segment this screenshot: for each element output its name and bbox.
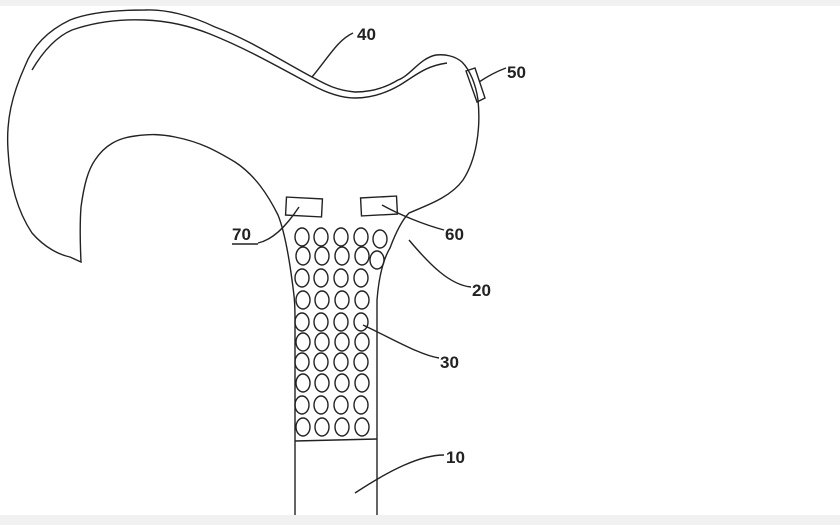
grip-hole [313,227,329,247]
grip-hole [369,250,385,270]
label-20: 20 [472,281,491,300]
grip-hole [295,373,311,393]
grip-hole [314,246,330,266]
grip-hole [354,417,370,437]
grip-hole [333,268,349,288]
grip-hole [314,332,330,352]
grip-hole [313,312,329,332]
grip-hole [313,395,329,415]
top-strip-inner-line [31,19,448,99]
grip-hole [353,312,369,332]
leader-40 [311,32,354,78]
grip-holes [294,227,388,437]
grip-hole [295,417,311,437]
grip-hole [314,290,330,310]
label-50: 50 [507,63,526,82]
grip-hole [295,332,311,352]
leader-50 [478,67,507,83]
grip-hole [314,417,330,437]
label-30: 30 [440,353,459,372]
grip-divider [294,438,378,442]
label-60: 60 [445,225,464,244]
grip-hole [353,227,369,247]
grip-hole [294,312,310,332]
grip-hole [313,268,329,288]
grip-hole [354,246,370,266]
grip-hole [294,268,310,288]
grip-hole [314,373,330,393]
grip-hole [353,395,369,415]
grip-hole [295,290,311,310]
grip-hole [294,352,310,372]
button-50 [465,67,486,103]
grip-hole [334,332,350,352]
label-40: 40 [357,25,376,44]
leader-10 [354,454,445,494]
grip-hole [354,290,370,310]
leader-lines [232,32,507,494]
grip-hole [372,229,388,249]
label-70: 70 [232,225,251,244]
grip-hole [294,227,310,247]
grip-hole [354,373,370,393]
drawing-panel: 40 50 70 60 20 30 10 [0,6,840,515]
grip-hole [333,395,349,415]
grip-hole [353,352,369,372]
leader-70 [257,206,300,244]
handle-outline [6,9,480,515]
label-10: 10 [446,448,465,467]
grip-hole [334,373,350,393]
grip-hole [353,268,369,288]
patent-drawing: 40 50 70 60 20 30 10 [6,9,526,515]
grip-hole [333,352,349,372]
grip-hole [333,227,349,247]
grip-hole [334,290,350,310]
sensor-70 [284,196,324,218]
grip-hole [334,246,350,266]
leader-60 [381,204,445,231]
leader-30 [362,324,440,359]
grip-hole [333,312,349,332]
sensor-60 [359,195,399,217]
grip-hole [294,395,310,415]
leader-20 [408,239,472,288]
grip-hole [354,332,370,352]
grip-hole [295,246,311,266]
grip-hole [334,417,350,437]
grip-hole [313,352,329,372]
